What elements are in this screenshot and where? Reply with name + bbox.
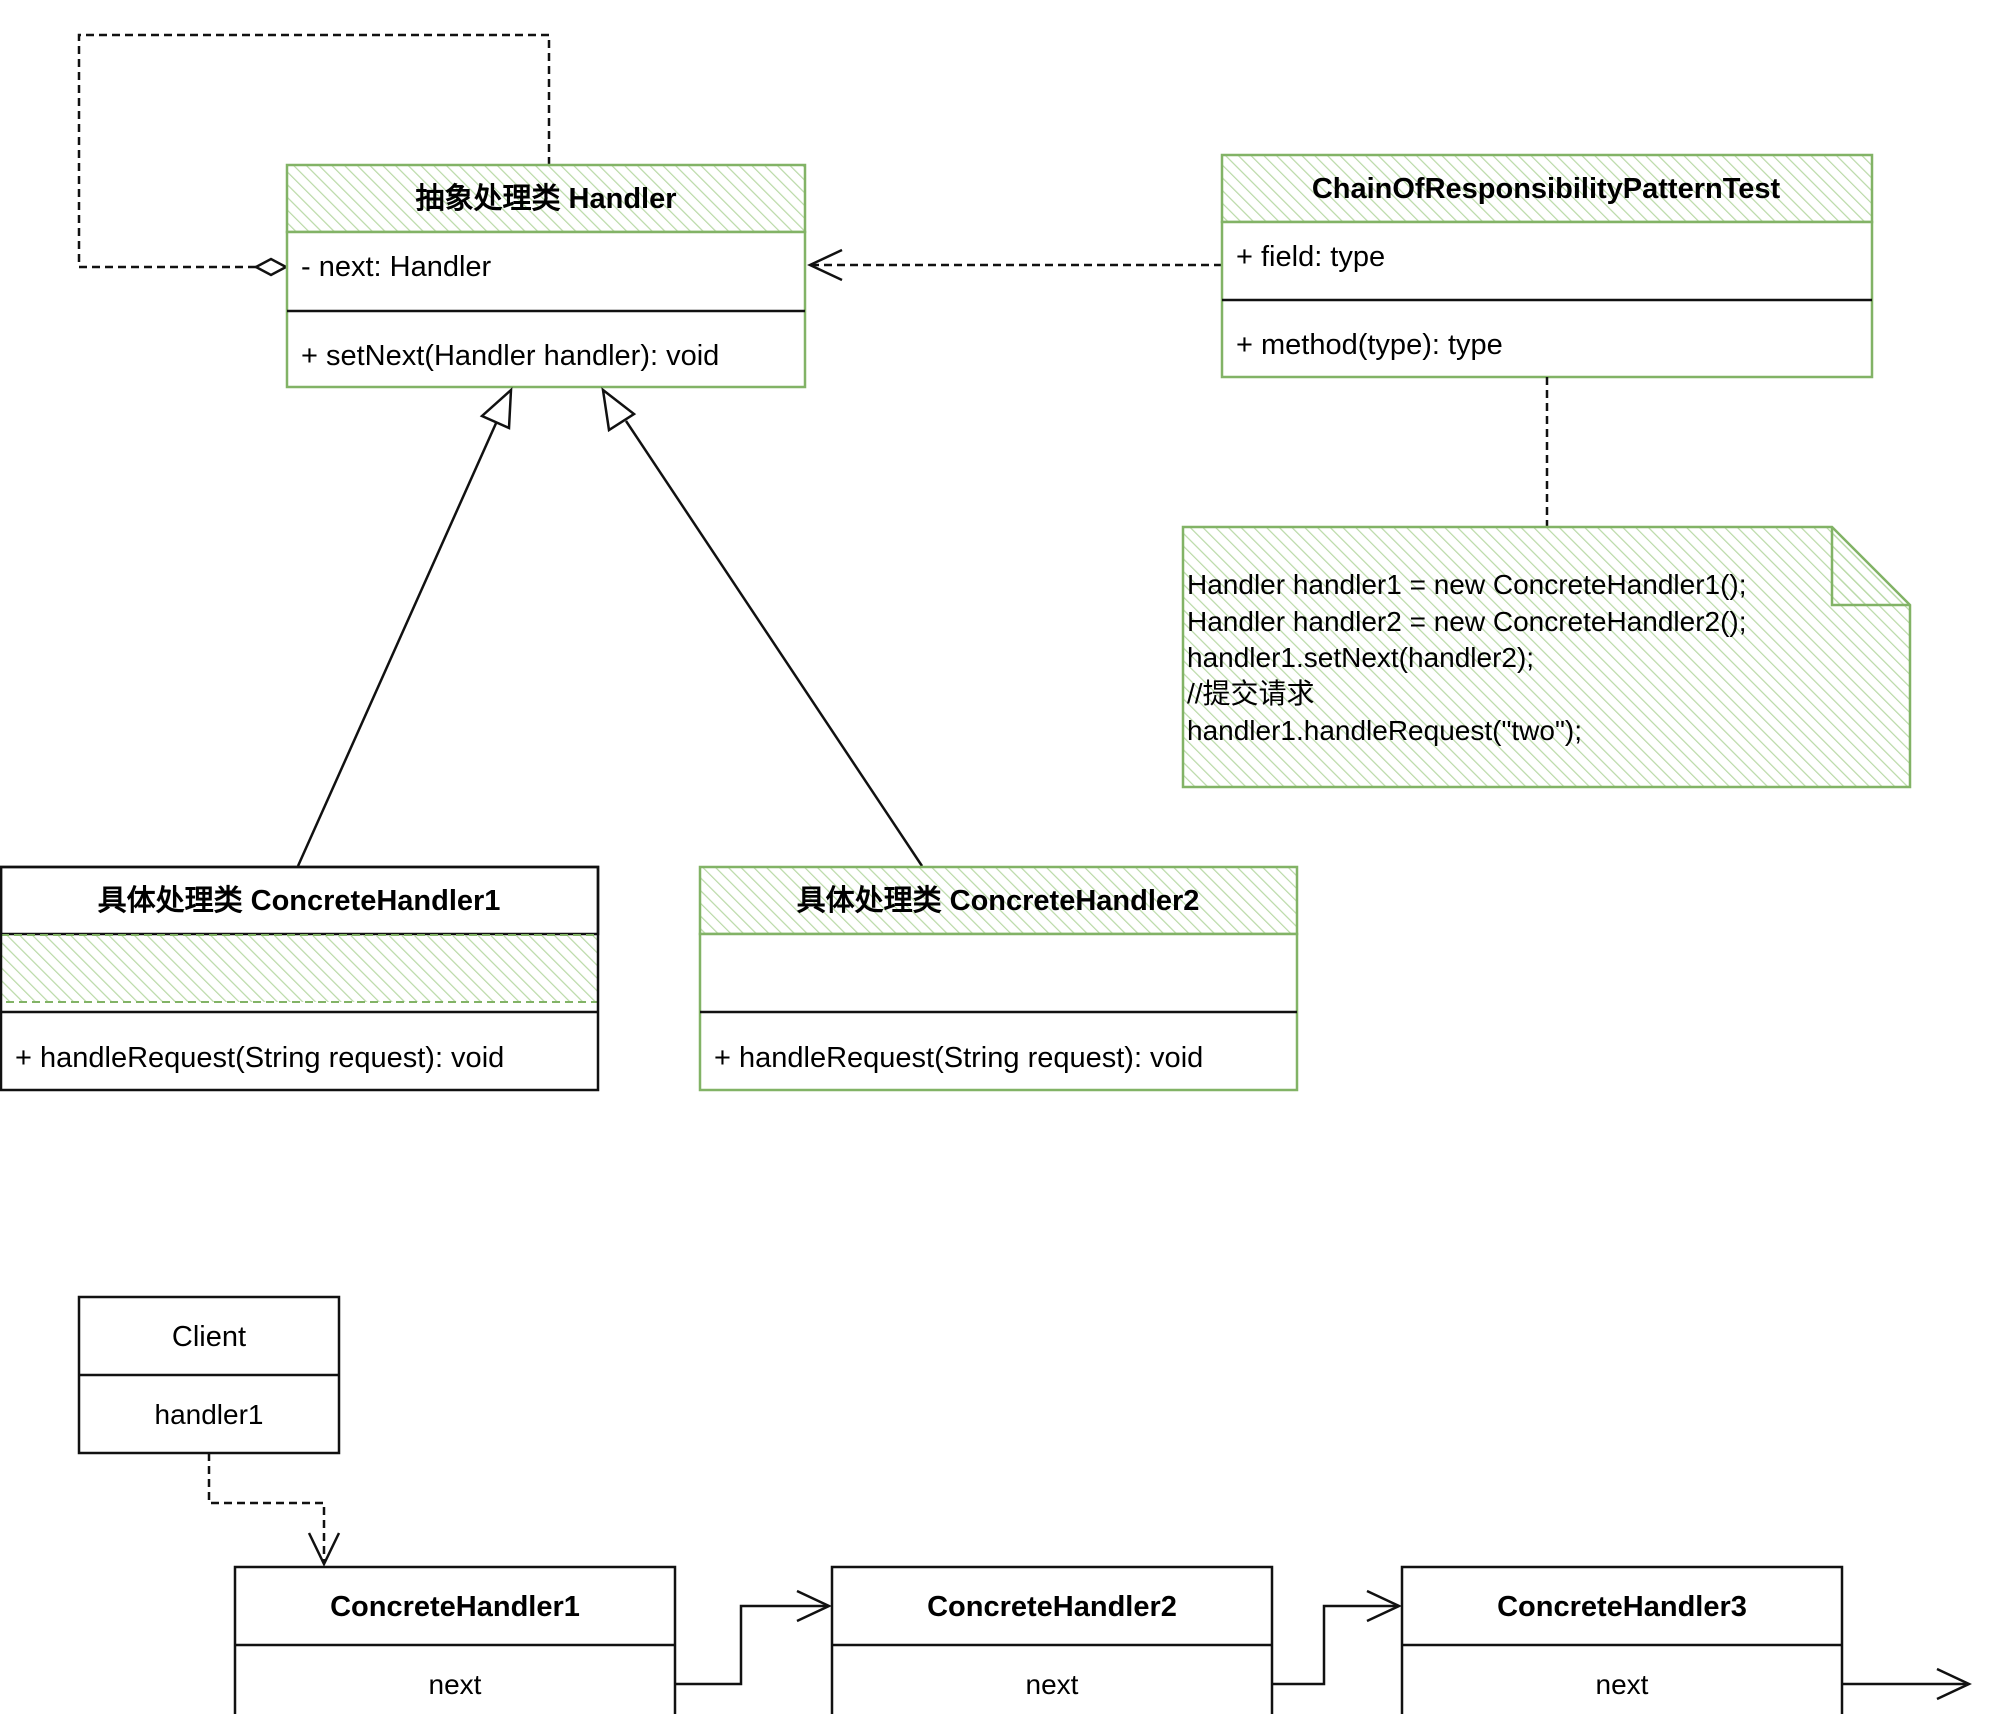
note-line-4: //提交请求 [1187,678,1315,709]
test-class[interactable]: ChainOfResponsibilityPatternTest + field… [1220,153,1874,379]
client-reference-line [207,1453,326,1562]
note-line-2: Handler handler2 = new ConcreteHandler2(… [1187,606,1747,637]
concrete-handler1-class[interactable]: 具体处理类 ConcreteHandler1 + handleRequest(S… [0,865,600,1092]
chain-node-2-field: next [1026,1669,1079,1700]
concrete-handler1-title: 具体处理类 ConcreteHandler1 [98,884,501,917]
dependency-arrowhead-icon [807,248,843,282]
test-class-field: + field: type [1236,241,1385,273]
code-note[interactable]: Handler handler1 = new ConcreteHandler1(… [1181,525,1912,789]
next-link-1 [675,1604,827,1686]
note-line-1: Handler handler1 = new ConcreteHandler1(… [1187,569,1747,600]
handler-class-field: - next: Handler [301,251,492,283]
inheritance-connectors [296,420,924,867]
handler-class[interactable]: 抽象处理类 Handler - next: Handler + setNext(… [285,163,807,389]
chain-node-1-title: ConcreteHandler1 [330,1591,580,1623]
concrete-handler2-class[interactable]: 具体处理类 ConcreteHandler2 + handleRequest(S… [698,865,1299,1092]
client-box[interactable]: Client handler1 [77,1295,341,1455]
chain-node-2[interactable]: ConcreteHandler2 next [830,1565,1274,1714]
test-class-title: ChainOfResponsibilityPatternTest [1312,173,1781,205]
chain-node-3-field: next [1596,1669,1649,1700]
handler-class-title: 抽象处理类 Handler [415,182,676,215]
client-title: Client [172,1321,246,1353]
next-link-2-arrowhead-icon [1366,1589,1402,1623]
test-class-method: + method(type): type [1236,329,1503,361]
note-line-5: handler1.handleRequest("two"); [1187,715,1582,746]
next-link-2 [1272,1604,1397,1686]
next-link-3-arrowhead-icon [1936,1667,1972,1701]
handler-class-method: + setNext(Handler handler): void [301,340,719,372]
next-link-1-arrowhead-icon [796,1589,832,1623]
client-field: handler1 [155,1399,264,1430]
chain-node-1-field: next [429,1669,482,1700]
inheritance-triangle-icon-2 [601,387,637,433]
concrete-handler1-method: + handleRequest(String request): void [15,1042,504,1074]
concrete-handler2-title: 具体处理类 ConcreteHandler2 [797,884,1200,917]
chain-node-3-title: ConcreteHandler3 [1497,1591,1747,1623]
client-reference-arrowhead-icon [307,1532,341,1567]
self-aggregation-connector [77,33,551,269]
concrete-handler2-method: + handleRequest(String request): void [714,1042,1203,1074]
chain-node-3[interactable]: ConcreteHandler3 next [1400,1565,1844,1714]
aggregation-diamond-icon [253,257,289,277]
chain-node-2-title: ConcreteHandler2 [927,1591,1177,1623]
note-line-3: handler1.setNext(handler2); [1187,642,1534,673]
chain-node-1[interactable]: ConcreteHandler1 next [233,1565,677,1714]
inheritance-triangle-icon-1 [479,387,513,430]
